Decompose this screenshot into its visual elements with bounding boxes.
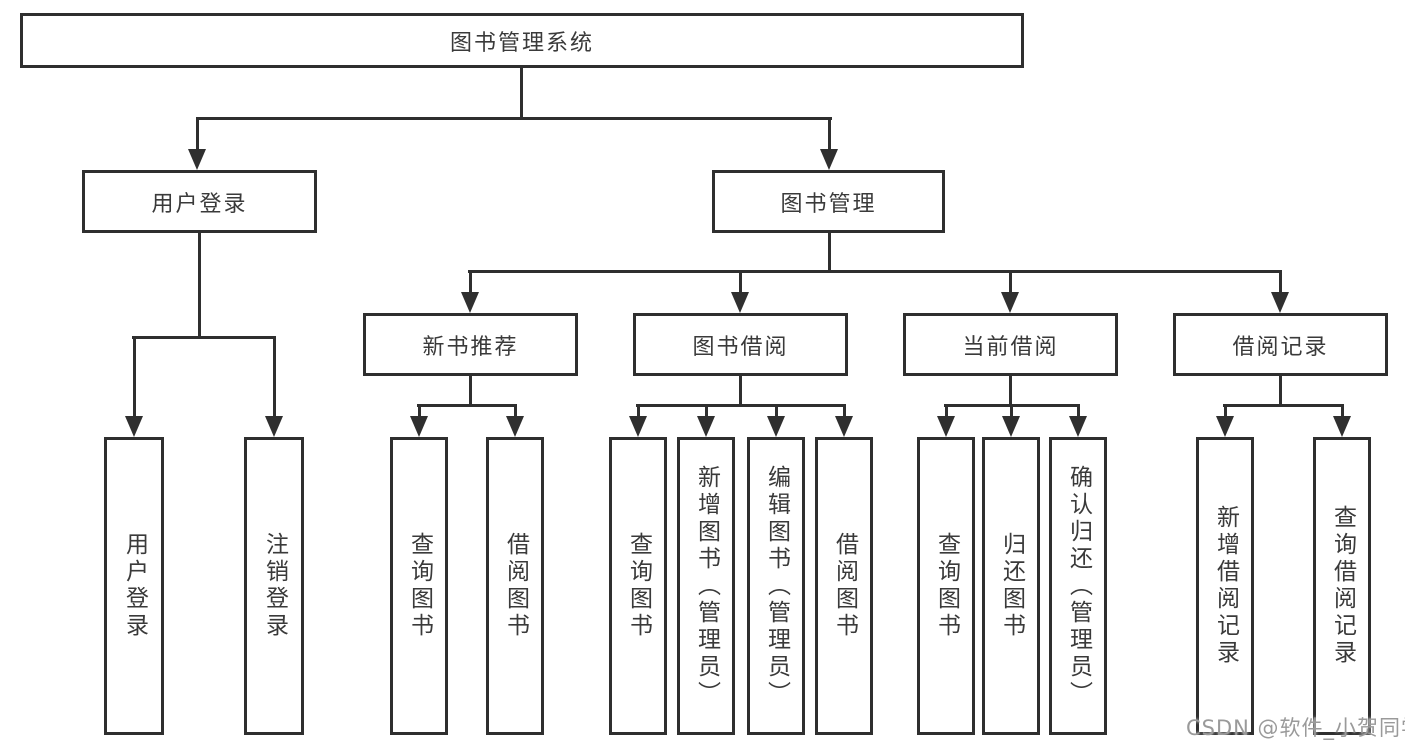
leaf-cb-query-books: 查询图书 xyxy=(917,437,975,735)
leaf-br-query-record-label: 查询借阅记录 xyxy=(1329,505,1356,667)
connector-bookborrow-stem xyxy=(739,374,742,407)
leaf-nb-query-books-label: 查询图书 xyxy=(406,532,433,640)
leaf-bb-add-books-admin-label: 新增图书（管理员） xyxy=(693,464,720,708)
connector-leaf-bbadd-drop xyxy=(705,404,708,418)
leaf-bb-edit-books-admin: 编辑图书（管理员） xyxy=(747,437,805,735)
node-book-management-label: 图书管理 xyxy=(780,191,877,217)
node-root-library-system: 图书管理系统 xyxy=(20,13,1024,68)
node-book-management: 图书管理 xyxy=(712,170,945,233)
arrowhead-leaf-bbadd xyxy=(697,416,715,437)
connector-bookmgmt-stem xyxy=(828,231,831,272)
node-user-login-label: 用户登录 xyxy=(151,191,248,217)
node-root-label: 图书管理系统 xyxy=(449,30,594,56)
connector-leaf-brquery-drop xyxy=(1341,404,1344,418)
connector-leaf-cbreturn-drop xyxy=(1010,404,1013,418)
node-book-borrowing: 图书借阅 xyxy=(633,313,848,376)
connector-leaf-bbborrow-drop xyxy=(843,404,846,418)
arrowhead-leaf-bbedit xyxy=(767,416,785,437)
arrowhead-leaf-cbquery xyxy=(937,416,955,437)
leaf-nb-borrow-books: 借阅图书 xyxy=(486,437,544,735)
arrowhead-userlogin xyxy=(188,149,206,170)
leaf-bb-borrow-books-label: 借阅图书 xyxy=(831,532,858,640)
csdn-watermark: CSDN @软件_小贺同学 xyxy=(1186,716,1405,740)
leaf-cb-query-books-label: 查询图书 xyxy=(933,532,960,640)
arrowhead-leaf-userlogin xyxy=(125,416,143,437)
arrowhead-bookmgmt xyxy=(820,149,838,170)
leaf-nb-borrow-books-label: 借阅图书 xyxy=(502,532,529,640)
connector-leaf-bbquery-drop xyxy=(637,404,640,418)
connector-userlogin-rail xyxy=(132,336,276,339)
connector-leaf-cbconfirm-drop xyxy=(1077,404,1080,418)
connector-leaf-userlogin-drop xyxy=(133,336,136,418)
leaf-bb-borrow-books: 借阅图书 xyxy=(815,437,873,735)
arrowhead-leaf-nbquery xyxy=(410,416,428,437)
leaf-cb-confirm-return-admin: 确认归还（管理员） xyxy=(1049,437,1107,735)
leaf-bb-query-books: 查询图书 xyxy=(609,437,667,735)
node-book-borrowing-label: 图书借阅 xyxy=(692,334,789,360)
connector-currentborrow-stem xyxy=(1009,374,1012,407)
arrowhead-borrowrecords xyxy=(1271,292,1289,313)
arrowhead-leaf-bradd xyxy=(1216,416,1234,437)
leaf-cb-confirm-return-admin-label: 确认归还（管理员） xyxy=(1065,464,1092,708)
node-borrowing-records-label: 借阅记录 xyxy=(1232,334,1329,360)
leaf-nb-query-books: 查询图书 xyxy=(390,437,448,735)
connector-userlogin-drop xyxy=(196,117,199,151)
connector-leaf-cbquery-drop xyxy=(945,404,948,418)
arrowhead-newbooks xyxy=(461,292,479,313)
arrowhead-leaf-logout xyxy=(265,416,283,437)
node-borrowing-records: 借阅记录 xyxy=(1173,313,1388,376)
connector-currentborrow-drop xyxy=(1009,270,1012,294)
leaf-bb-edit-books-admin-label: 编辑图书（管理员） xyxy=(763,464,790,708)
arrowhead-leaf-bbquery xyxy=(629,416,647,437)
connector-level2-rail xyxy=(196,117,832,120)
connector-leaf-nbborrow-drop xyxy=(514,404,517,418)
connector-leaf-logout-drop xyxy=(273,336,276,418)
connector-newbooks-stem xyxy=(469,374,472,407)
connector-bookmgmt-drop xyxy=(828,117,831,151)
connector-level3-rail xyxy=(468,270,1282,273)
arrowhead-bookborrow xyxy=(731,292,749,313)
connector-bookborrow-drop xyxy=(739,270,742,294)
node-current-borrowing: 当前借阅 xyxy=(903,313,1118,376)
connector-leaf-bbedit-drop xyxy=(775,404,778,418)
connector-leaf-bradd-drop xyxy=(1224,404,1227,418)
connector-bookborrow-rail xyxy=(636,404,846,407)
connector-newbooks-rail xyxy=(417,404,517,407)
leaf-bb-query-books-label: 查询图书 xyxy=(625,532,652,640)
leaf-cb-return-books: 归还图书 xyxy=(982,437,1040,735)
leaf-logout-label: 注销登录 xyxy=(261,532,288,640)
arrowhead-leaf-bbborrow xyxy=(835,416,853,437)
connector-borrowrecords-drop xyxy=(1279,270,1282,294)
arrowhead-leaf-cbconfirm xyxy=(1069,416,1087,437)
connector-newbooks-drop xyxy=(469,270,472,294)
leaf-br-add-record-label: 新增借阅记录 xyxy=(1212,505,1239,667)
connector-root-stem xyxy=(520,68,523,120)
leaf-logout: 注销登录 xyxy=(244,437,304,735)
node-user-login: 用户登录 xyxy=(82,170,317,233)
connector-borrowrecords-rail xyxy=(1223,404,1344,407)
leaf-br-add-record: 新增借阅记录 xyxy=(1196,437,1254,735)
arrowhead-leaf-brquery xyxy=(1333,416,1351,437)
leaf-user-login-label: 用户登录 xyxy=(121,532,148,640)
node-new-book-recommend-label: 新书推荐 xyxy=(422,334,519,360)
arrowhead-currentborrow xyxy=(1001,292,1019,313)
arrowhead-leaf-cbreturn xyxy=(1002,416,1020,437)
arrowhead-leaf-nbborrow xyxy=(506,416,524,437)
connector-leaf-nbquery-drop xyxy=(418,404,421,418)
leaf-br-query-record: 查询借阅记录 xyxy=(1313,437,1371,735)
leaf-user-login: 用户登录 xyxy=(104,437,164,735)
connector-userlogin-stem xyxy=(198,231,201,338)
leaf-bb-add-books-admin: 新增图书（管理员） xyxy=(677,437,735,735)
node-new-book-recommend: 新书推荐 xyxy=(363,313,578,376)
leaf-cb-return-books-label: 归还图书 xyxy=(998,532,1025,640)
node-current-borrowing-label: 当前借阅 xyxy=(962,334,1059,360)
connector-borrowrecords-stem xyxy=(1279,374,1282,407)
